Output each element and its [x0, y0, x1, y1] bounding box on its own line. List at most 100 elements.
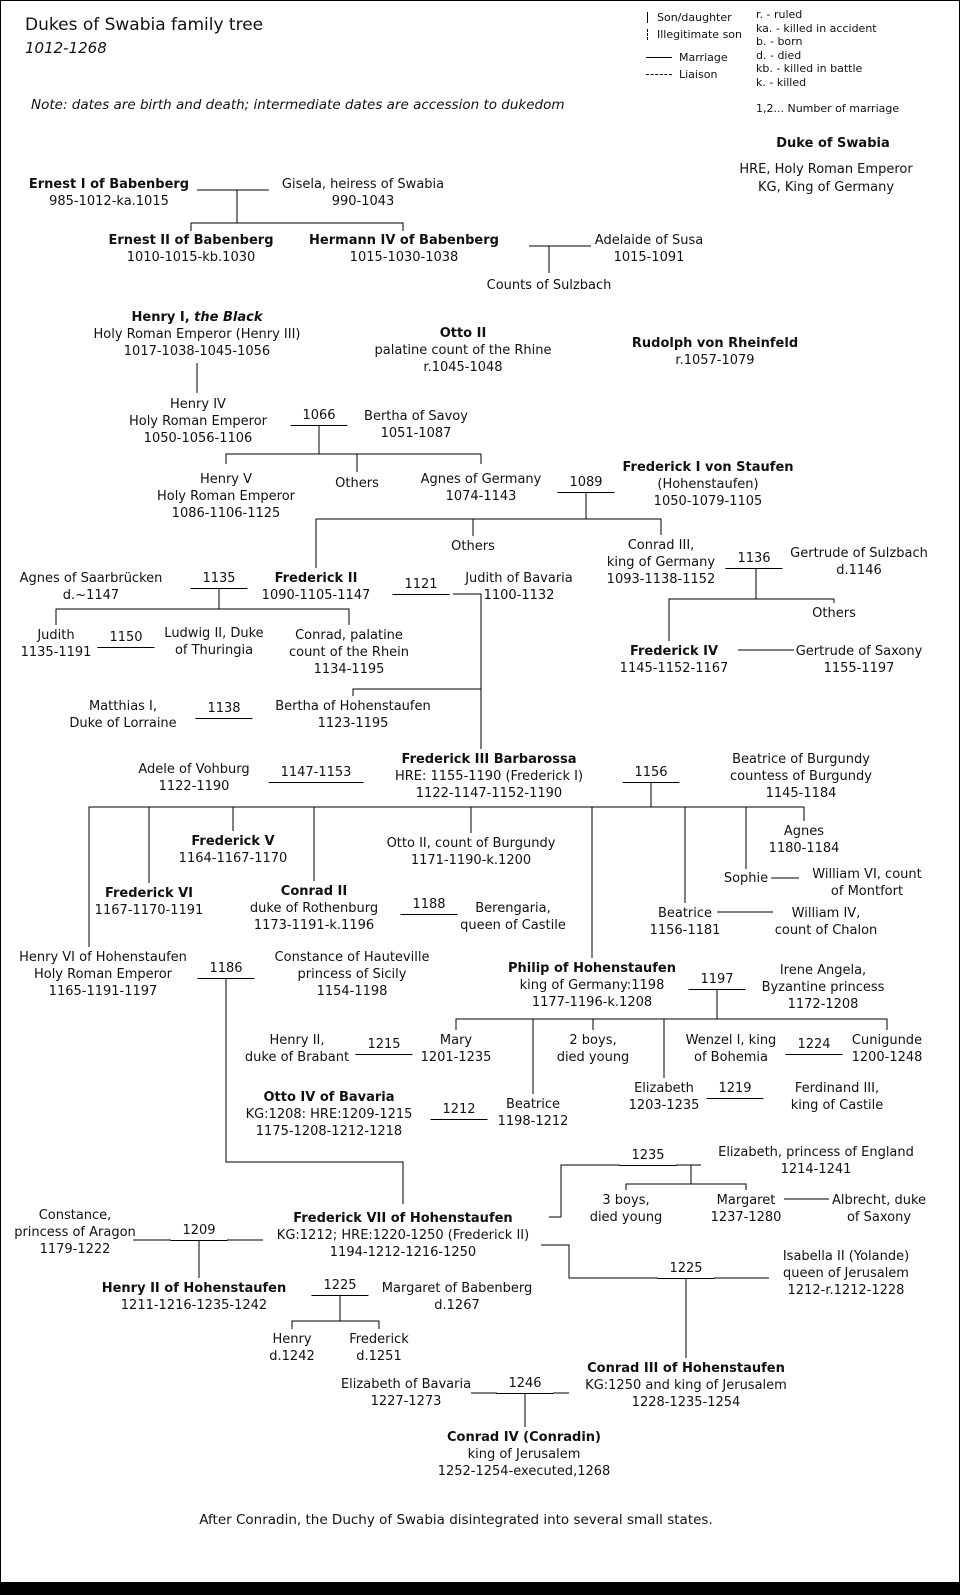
person-berengaria: Berengaria, queen of Castile — [460, 901, 566, 933]
person-elizabeth-of-england: Elizabeth, princess of England 1214-1241 — [718, 1145, 914, 1177]
person-others-1: Others — [335, 476, 379, 491]
person-albrecht-of-saxony: Albrecht, duke of Saxony — [831, 1193, 927, 1225]
marriage-label-1215: 1215 — [355, 1037, 413, 1055]
person-3-boys: 3 boys, died young — [589, 1193, 663, 1225]
legend-label: Liaison — [679, 68, 718, 81]
person-otto-ii-palatine: Otto II palatine count of the Rhine r.10… — [374, 326, 552, 375]
marriage-label-1186: 1186 — [197, 961, 255, 979]
legend-label: Marriage — [679, 51, 728, 64]
person-ferdinand-iii: Ferdinand III, king of Castile — [790, 1081, 884, 1113]
marriage-label-1235: 1235 — [619, 1148, 677, 1166]
person-conrad-iv-conradin: Conrad IV (Conradin) king of Jerusalem 1… — [437, 1430, 611, 1479]
person-hermann-iv-of-babenberg: Hermann IV of Babenberg 1015-1030-1038 — [309, 233, 499, 265]
person-wenzel-i: Wenzel I, king of Bohemia — [685, 1033, 777, 1065]
page-title: Dukes of Swabia family tree — [25, 15, 264, 35]
person-henry-i-the-black: Henry I, the Black Holy Roman Emperor (H… — [93, 310, 301, 359]
kg-key: KG, King of Germany — [757, 180, 895, 195]
abbreviation-key: r. - ruled ka. - killed in accident b. -… — [756, 8, 877, 89]
person-beatrice-of-burgundy: Beatrice of Burgundy countess of Burgund… — [730, 752, 872, 801]
person-frederick-iii-barbarossa: Frederick III Barbarossa HRE: 1155-1190 … — [394, 752, 584, 801]
person-elizabeth-1203: Elizabeth 1203-1235 — [628, 1081, 700, 1113]
page-subtitle: 1012-1268 — [25, 39, 107, 57]
person-conrad-ii: Conrad II duke of Rothenburg 1173-1191-k… — [249, 884, 379, 933]
person-gisela: Gisela, heiress of Swabia 990-1043 — [281, 177, 445, 209]
marriage-number-note: 1,2... Number of marriage — [756, 102, 900, 115]
marriage-label-1197: 1197 — [688, 972, 746, 990]
dashed-horizontal-line-icon — [646, 74, 672, 75]
person-frederick-d1251: Frederick d.1251 — [349, 1332, 409, 1364]
person-ernest-i-of-babenberg: Ernest I of Babenberg 985-1012-ka.1015 — [28, 177, 190, 209]
abbr-killed-accident: ka. - killed in accident — [756, 21, 877, 35]
abbr-died: d. - died — [756, 48, 802, 62]
marriage-label-1225-isabella: 1225 — [657, 1261, 715, 1279]
legend-label: Illegitimate son — [657, 28, 742, 41]
person-matthias-i: Matthias I, Duke of Lorraine — [69, 699, 177, 731]
person-frederick-vi: Frederick VI 1167-1170-1191 — [94, 886, 204, 918]
person-frederick-v: Frederick V 1164-1167-1170 — [178, 834, 288, 866]
person-ludwig-ii: Ludwig II, Duke of Thuringia — [164, 626, 264, 658]
person-frederick-iv: Frederick IV 1145-1152-1167 — [619, 644, 729, 676]
abbr-born: b. - born — [756, 35, 803, 48]
marriage-label-1212: 1212 — [430, 1102, 488, 1120]
marriage-label-1136: 1136 — [725, 551, 783, 569]
marriage-label-1224: 1224 — [785, 1037, 843, 1055]
marriage-label-1246: 1246 — [496, 1376, 554, 1394]
person-sophie: Sophie — [723, 871, 769, 886]
solid-vertical-line-icon — [647, 12, 648, 23]
marriage-label-1225-margaret: 1225 — [311, 1278, 369, 1296]
dashed-vertical-line-icon — [647, 29, 648, 40]
marriage-label-1066: 1066 — [290, 408, 348, 426]
person-mary: Mary 1201-1235 — [420, 1033, 492, 1065]
person-2-boys: 2 boys, died young — [556, 1033, 630, 1065]
person-conrad-palatine: Conrad, palatine count of the Rhein 1134… — [288, 628, 410, 677]
person-conrad-iii-of-hohenstaufen: Conrad III of Hohenstaufen KG:1250 and k… — [585, 1361, 787, 1410]
person-henry-d1242: Henry d.1242 — [269, 1332, 315, 1364]
person-margaret-of-babenberg: Margaret of Babenberg d.1267 — [381, 1281, 533, 1313]
person-henry-iv: Henry IV Holy Roman Emperor 1050-1056-11… — [128, 397, 268, 446]
footer-note: After Conradin, the Duchy of Swabia disi… — [199, 1512, 713, 1528]
abbr-ruled: r. - ruled — [756, 8, 803, 21]
person-william-vi-of-montfort: William VI, count of Montfort — [812, 867, 922, 899]
legend-marriage: Marriage — [646, 49, 742, 66]
legend-illegitimate-son: Illegitimate son — [646, 26, 742, 43]
person-agnes: Agnes 1180-1184 — [768, 824, 840, 856]
abbr-killed: k. - killed — [756, 75, 807, 89]
person-beatrice-1198: Beatrice 1198-1212 — [497, 1097, 569, 1129]
person-counts-of-sulzbach: Counts of Sulzbach — [486, 278, 612, 293]
person-beatrice-1156: Beatrice 1156-1181 — [649, 906, 721, 938]
person-gertrude-of-sulzbach: Gertrude of Sulzbach d.1146 — [790, 546, 928, 578]
marriage-label-1135: 1135 — [190, 571, 248, 589]
marriage-label-1089: 1089 — [557, 475, 615, 493]
person-others-3: Others — [812, 606, 856, 621]
legend-label: Son/daughter — [657, 11, 732, 24]
marriage-label-1147-1153: 1147-1153 — [268, 765, 364, 783]
person-adele-of-vohburg: Adele of Vohburg 1122-1190 — [138, 762, 250, 794]
person-agnes-of-saarbruecken: Agnes of Saarbrücken d.~1147 — [19, 571, 163, 603]
person-otto-ii-of-burgundy: Otto II, count of Burgundy 1171-1190-k.1… — [386, 836, 556, 868]
person-henry-ii-of-brabant: Henry II, duke of Brabant — [244, 1033, 350, 1065]
person-gertrude-of-saxony: Gertrude of Saxony 1155-1197 — [795, 644, 923, 676]
person-henry-v: Henry V Holy Roman Emperor 1086-1106-112… — [156, 472, 296, 521]
hre-key: HRE, Holy Roman Emperor — [739, 162, 913, 177]
abbr-killed-battle: kb. - killed in battle — [756, 62, 863, 75]
person-margaret-1237: Margaret 1237-1280 — [710, 1193, 782, 1225]
person-william-iv-of-chalon: William IV, count of Chalon — [774, 906, 878, 938]
person-cunigunde: Cunigunde 1200-1248 — [851, 1033, 923, 1065]
person-bertha-of-savoy: Bertha of Savoy 1051-1087 — [364, 409, 468, 441]
person-frederick-i-von-staufen: Frederick I von Staufen (Hohenstaufen) 1… — [622, 460, 794, 509]
person-others-2: Others — [451, 539, 495, 554]
person-judith-of-bavaria: Judith of Bavaria 1100-1132 — [465, 571, 573, 603]
person-ernest-ii-of-babenberg: Ernest II of Babenberg 1010-1015-kb.1030 — [108, 233, 274, 265]
person-constance-of-hauteville: Constance of Hauteville princess of Sici… — [274, 950, 430, 999]
legend-liaison: Liaison — [646, 66, 742, 83]
person-conrad-iii-king: Conrad III, king of Germany 1093-1138-11… — [606, 538, 716, 587]
person-agnes-of-germany: Agnes of Germany 1074-1143 — [420, 472, 542, 504]
person-irene-angela: Irene Angela, Byzantine princess 1172-12… — [761, 963, 885, 1012]
marriage-label-1188: 1188 — [400, 897, 458, 915]
person-judith: Judith 1135-1191 — [20, 628, 92, 660]
person-otto-iv-of-bavaria: Otto IV of Bavaria KG:1208: HRE:1209-121… — [245, 1090, 413, 1139]
marriage-label-1209: 1209 — [170, 1223, 228, 1241]
marriage-label-1156: 1156 — [622, 765, 680, 783]
person-isabella-ii: Isabella II (Yolande) queen of Jerusalem… — [782, 1249, 910, 1298]
